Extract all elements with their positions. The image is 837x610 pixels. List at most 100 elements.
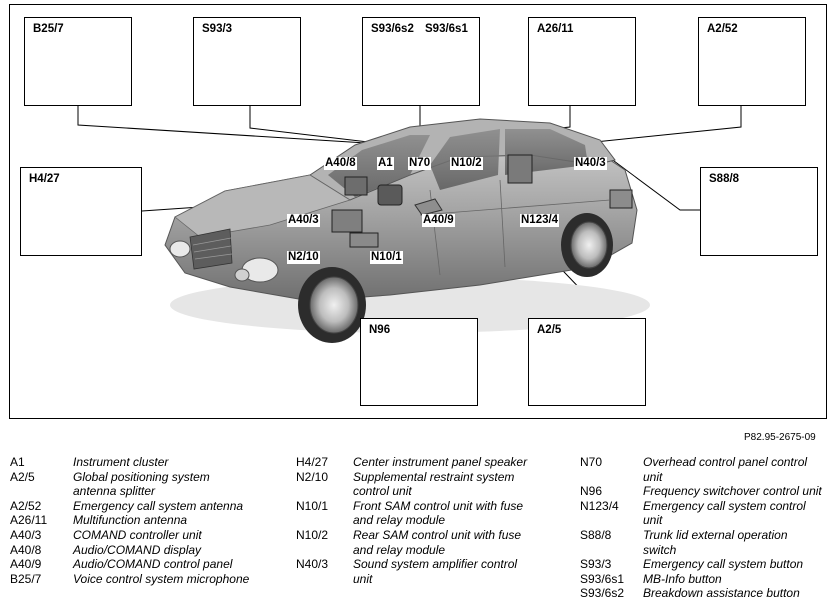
legend-code: S93/6s1 bbox=[580, 571, 625, 586]
legend-code: A40/9 bbox=[10, 557, 42, 572]
legend-desc: Audio/COMAND display bbox=[73, 542, 202, 557]
legend-code: A40/8 bbox=[10, 542, 42, 557]
legend-row: S88/8 Trunk lid external operation switch bbox=[580, 528, 830, 557]
figure-reference: P82.95-2675-09 bbox=[744, 432, 816, 443]
legend-code: N40/3 bbox=[296, 557, 329, 572]
legend-desc: Sound system amplifier control unit bbox=[353, 557, 518, 586]
legend-row: A40/9 Audio/COMAND control panel bbox=[10, 557, 280, 572]
legend-desc: Voice control system microphone bbox=[73, 571, 250, 586]
legend-row: H4/27 Center instrument panel speaker bbox=[296, 455, 566, 470]
legend-desc: Emergency call system button bbox=[643, 557, 804, 572]
part-amplifier bbox=[609, 189, 633, 209]
legend-code: H4/27 bbox=[296, 455, 329, 469]
legend-row: B25/7 Voice control system microphone bbox=[10, 572, 280, 587]
component-code: N96 bbox=[369, 324, 391, 336]
component-code: S93/3 bbox=[202, 23, 233, 35]
component-code: A2/5 bbox=[537, 324, 562, 336]
legend-desc: Overhead control panel control unit bbox=[643, 455, 808, 484]
legend-row: S93/3 Emergency call system button bbox=[580, 557, 830, 572]
legend-code: N70 bbox=[580, 455, 603, 469]
legend-desc: Trunk lid external operation switch bbox=[643, 527, 788, 557]
component-box: A2/5 bbox=[528, 318, 646, 406]
legend-code: S93/3 bbox=[580, 557, 612, 572]
component-box: B25/7 bbox=[24, 17, 132, 106]
legend-row: N2/10 Supplemental restraint system contr… bbox=[296, 470, 566, 499]
legend-row: A40/3 COMAND controller unit bbox=[10, 528, 280, 543]
callout-label: A40/9 bbox=[422, 214, 455, 227]
callout-label: A1 bbox=[377, 157, 394, 170]
legend-desc: Emergency call system antenna bbox=[73, 498, 244, 513]
legend-row: N10/2 Rear SAM control unit with fuse and… bbox=[296, 528, 566, 557]
legend-row: N40/3 Sound system amplifier control unit bbox=[296, 557, 566, 586]
component-code: B25/7 bbox=[33, 23, 64, 35]
component-box: A26/11 bbox=[528, 17, 636, 106]
part-cluster bbox=[377, 184, 403, 206]
component-code: A26/11 bbox=[537, 23, 574, 35]
legend-code: N10/1 bbox=[296, 498, 329, 513]
legend-code: N123/4 bbox=[580, 498, 619, 513]
legend-code: N10/2 bbox=[296, 527, 329, 542]
legend-row: N96 Frequency switchover control unit bbox=[580, 484, 830, 499]
component-code: S93/6s1 bbox=[425, 23, 468, 35]
leader-line-b25-7 bbox=[77, 106, 399, 146]
legend-column-3: N70 Overhead control panel control unit N… bbox=[580, 455, 830, 601]
legend-code: S93/6s2 bbox=[580, 586, 625, 601]
legend-code: N96 bbox=[580, 484, 603, 499]
part-sam-front bbox=[349, 232, 379, 248]
leader-line-s93-3 bbox=[249, 106, 403, 147]
legend-code: B25/7 bbox=[10, 571, 42, 586]
legend-column-2: H4/27 Center instrument panel speaker N2/… bbox=[296, 455, 566, 586]
part-controller bbox=[331, 209, 363, 233]
legend-desc: Frequency switchover control unit bbox=[643, 484, 822, 499]
legend-desc: Multifunction antenna bbox=[73, 513, 188, 528]
legend-desc: Rear SAM control unit with fuse and rela… bbox=[353, 527, 522, 557]
legend-row: A40/8 Audio/COMAND display bbox=[10, 543, 280, 558]
car-body bbox=[164, 118, 650, 343]
car-headlight-left bbox=[169, 240, 191, 258]
car-mirror bbox=[414, 198, 443, 216]
callout-label: N10/2 bbox=[450, 157, 483, 170]
legend-row: N10/1 Front SAM control unit with fuse an… bbox=[296, 499, 566, 528]
callout-label: A40/8 bbox=[324, 157, 357, 170]
legend-desc: Audio/COMAND control panel bbox=[73, 557, 233, 572]
callout-label: N10/1 bbox=[370, 251, 403, 264]
legend-code: S88/8 bbox=[580, 527, 612, 542]
legend-row: N123/4 Emergency call system control unit bbox=[580, 499, 830, 528]
legend-desc: Supplemental restraint system control un… bbox=[353, 469, 515, 499]
legend-desc: Breakdown assistance button bbox=[643, 586, 800, 601]
legend-desc: Instrument cluster bbox=[73, 455, 169, 469]
component-box: A2/52 bbox=[698, 17, 806, 106]
legend-row: N70 Overhead control panel control unit bbox=[580, 455, 830, 484]
legend-desc: Front SAM control unit with fuse and rel… bbox=[353, 498, 524, 528]
component-box: S88/8 bbox=[700, 167, 818, 256]
diagram-frame: B25/7 S93/3 S93/6s2 S93/6s1 A26/11 A2/52… bbox=[9, 4, 827, 419]
legend-row: S93/6s1 MB-Info button bbox=[580, 572, 830, 587]
legend-code: A2/52 bbox=[10, 498, 42, 513]
leader-line-s88-8 bbox=[609, 157, 700, 211]
legend-code: A40/3 bbox=[10, 527, 42, 542]
callout-label: N40/3 bbox=[574, 157, 607, 170]
legend-desc: MB-Info button bbox=[643, 571, 722, 586]
component-code: S88/8 bbox=[709, 173, 740, 185]
legend-row: A1 Instrument cluster bbox=[10, 455, 280, 470]
legend-code: A1 bbox=[10, 455, 25, 469]
part-sam-rear bbox=[507, 154, 533, 184]
legend-row: A2/52 Emergency call system antenna bbox=[10, 499, 280, 514]
legend-code: N2/10 bbox=[296, 469, 329, 484]
legend-row: S93/6s2 Breakdown assistance button bbox=[580, 586, 830, 601]
component-box: S93/3 bbox=[193, 17, 301, 106]
callout-label: N70 bbox=[408, 157, 432, 170]
legend-desc: COMAND controller unit bbox=[73, 527, 202, 542]
legend-desc: Emergency call system control unit bbox=[643, 498, 806, 528]
legend-desc: Center instrument panel speaker bbox=[353, 455, 528, 469]
component-box: N96 bbox=[360, 318, 478, 406]
component-code: S93/6s2 bbox=[371, 23, 414, 35]
legend-code: A2/5 bbox=[10, 469, 35, 484]
component-box: H4/27 bbox=[20, 167, 142, 256]
part-display bbox=[344, 176, 368, 196]
callout-label: N123/4 bbox=[520, 214, 560, 227]
callout-label: A40/3 bbox=[287, 214, 320, 227]
